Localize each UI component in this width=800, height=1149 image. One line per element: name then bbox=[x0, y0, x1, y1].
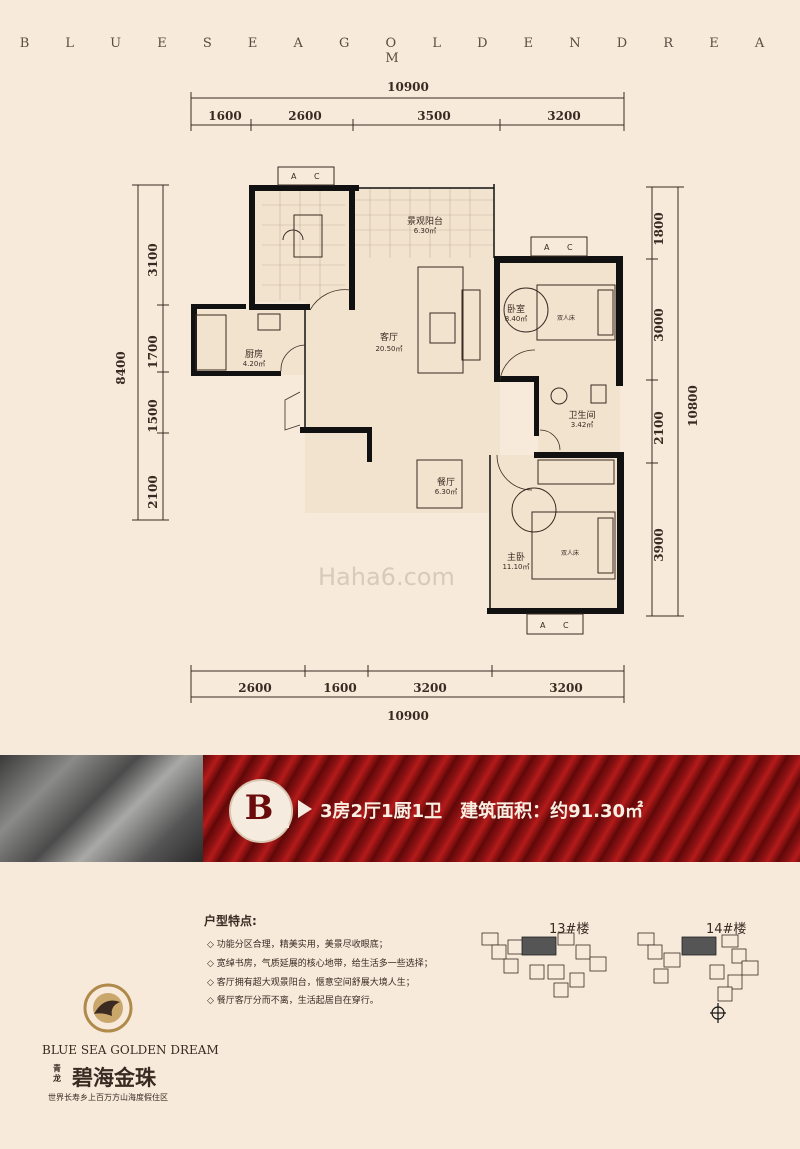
svg-text:2600: 2600 bbox=[238, 681, 271, 695]
svg-text:4.20㎡: 4.20㎡ bbox=[243, 360, 266, 368]
svg-text:3500: 3500 bbox=[417, 109, 450, 123]
furniture bbox=[195, 214, 616, 580]
logo-chinese: 碧海金珠 bbox=[72, 1066, 156, 1090]
feature-item: ◇ 功能分区合理，精美实用，美景尽收眼底； bbox=[207, 940, 388, 950]
svg-text:餐厅: 餐厅 bbox=[437, 476, 455, 488]
balcony-grid bbox=[353, 188, 494, 258]
svg-text:景观阳台: 景观阳台 bbox=[407, 215, 443, 227]
svg-text:2100: 2100 bbox=[146, 475, 160, 508]
feature-item: ◇ 客厅拥有超大观景阳台，惬意空间舒展大境人生； bbox=[207, 978, 415, 988]
badge-letter: B bbox=[244, 788, 274, 828]
walls bbox=[191, 185, 624, 614]
svg-text:3900: 3900 bbox=[652, 528, 666, 561]
svg-text:C: C bbox=[314, 172, 320, 181]
logo-slogan: 世界长寿乡上百万方山海度假住区 bbox=[48, 1093, 168, 1102]
svg-text:3200: 3200 bbox=[413, 681, 446, 695]
svg-text:A: A bbox=[544, 243, 550, 252]
svg-text:3000: 3000 bbox=[652, 308, 666, 341]
svg-text:A: A bbox=[540, 621, 546, 630]
unit-summary: 3房2厅1厨1卫 建筑面积：约91.30㎡ bbox=[320, 801, 644, 822]
dimension-lines bbox=[132, 92, 684, 703]
ac-units bbox=[277, 166, 588, 635]
watermark: Haha6.com bbox=[318, 563, 455, 591]
doors bbox=[280, 289, 561, 491]
badge-subscript: 2 bbox=[278, 812, 291, 833]
svg-text:双人床: 双人床 bbox=[561, 549, 579, 557]
feature-item: ◇ 餐厅客厅分而不离，生活起居自在穿行。 bbox=[207, 996, 379, 1006]
dimension-labels: 10900 1600 2600 3500 3200 2600 1600 3200… bbox=[114, 80, 700, 723]
unit-type-badge bbox=[229, 779, 293, 843]
svg-text:1800: 1800 bbox=[652, 212, 666, 245]
svg-text:主卧: 主卧 bbox=[507, 551, 525, 563]
thin-walls bbox=[304, 184, 495, 610]
svg-text:2100: 2100 bbox=[652, 411, 666, 444]
svg-text:卫生间: 卫生间 bbox=[568, 409, 595, 421]
logo-english: BLUE SEA GOLDEN DREAM bbox=[42, 1043, 219, 1057]
building-key-plans bbox=[481, 932, 759, 1023]
svg-text:1600: 1600 bbox=[208, 109, 241, 123]
svg-text:20.50㎡: 20.50㎡ bbox=[375, 345, 402, 353]
svg-text:2600: 2600 bbox=[288, 109, 321, 123]
feather-image bbox=[0, 755, 203, 862]
svg-text:10900: 10900 bbox=[387, 80, 429, 94]
svg-text:1500: 1500 bbox=[146, 399, 160, 432]
svg-text:1600: 1600 bbox=[323, 681, 356, 695]
svg-text:厨房: 厨房 bbox=[245, 348, 263, 360]
svg-text:客厅: 客厅 bbox=[380, 331, 398, 343]
floor-plan: A C A C A C 景观阳台 6.30㎡ 客厅 20.50㎡ 厨房 bbox=[114, 80, 700, 723]
svg-text:8.40㎡: 8.40㎡ bbox=[505, 315, 528, 323]
floor-fill bbox=[194, 188, 620, 610]
building-14-label: 14#楼 bbox=[706, 922, 747, 937]
svg-text:11.10㎡: 11.10㎡ bbox=[502, 563, 529, 571]
golden-pearl-logo-icon bbox=[83, 983, 133, 1033]
svg-text:1700: 1700 bbox=[146, 335, 160, 368]
logo-small-cn: 青龙 bbox=[53, 1064, 61, 1083]
svg-text:3.42㎡: 3.42㎡ bbox=[571, 421, 594, 429]
svg-text:3100: 3100 bbox=[146, 243, 160, 276]
svg-text:3200: 3200 bbox=[547, 109, 580, 123]
svg-text:6.30㎡: 6.30㎡ bbox=[414, 227, 437, 235]
svg-text:10900: 10900 bbox=[387, 709, 429, 723]
svg-text:卧室: 卧室 bbox=[507, 303, 525, 315]
svg-text:A: A bbox=[291, 172, 297, 181]
svg-text:10800: 10800 bbox=[686, 385, 700, 427]
svg-text:C: C bbox=[563, 621, 569, 630]
svg-text:8400: 8400 bbox=[114, 351, 128, 384]
svg-text:6.30㎡: 6.30㎡ bbox=[435, 488, 458, 496]
arrow-icon bbox=[298, 800, 312, 818]
ac-labels: A C A C A C bbox=[291, 172, 573, 630]
svg-text:3200: 3200 bbox=[549, 681, 582, 695]
svg-text:C: C bbox=[567, 243, 573, 252]
compass-icon bbox=[710, 1003, 726, 1023]
room-labels: 景观阳台 6.30㎡ 客厅 20.50㎡ 厨房 4.20㎡ 卧室 8.40㎡ 卫… bbox=[243, 215, 596, 571]
feature-item: ◇ 宽绰书房，气质延展的核心地带，给生活多一些选择； bbox=[207, 959, 433, 969]
study-grid bbox=[262, 190, 345, 300]
svg-text:双人床: 双人床 bbox=[557, 314, 575, 322]
features-title: 户型特点: bbox=[204, 914, 257, 928]
tagline: B L U E S E A G O L D E N D R E A M bbox=[19, 36, 781, 66]
